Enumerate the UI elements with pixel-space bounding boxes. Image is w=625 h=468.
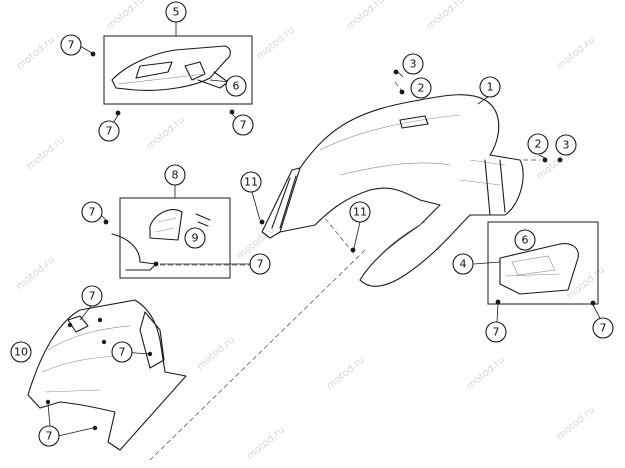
main-hardware bbox=[160, 69, 563, 265]
callout-2-right: 2 bbox=[527, 133, 549, 155]
watermark-text: motod.ru bbox=[195, 334, 237, 372]
svg-text:7: 7 bbox=[89, 290, 96, 303]
watermark-text: motod.ru bbox=[245, 424, 287, 462]
callout-4: 4 bbox=[452, 253, 474, 275]
bracket-assembly bbox=[99, 185, 231, 279]
watermark-text: motod.ru bbox=[255, 24, 297, 62]
callout-5: 5 bbox=[165, 1, 187, 23]
svg-text:2: 2 bbox=[535, 138, 542, 151]
svg-text:2: 2 bbox=[418, 82, 425, 95]
upper-cover-part bbox=[111, 45, 231, 91]
callout-6-side: 6 bbox=[514, 229, 536, 251]
washer-2-right bbox=[542, 157, 548, 163]
watermark-text: motod.ru bbox=[345, 0, 387, 32]
svg-text:10: 10 bbox=[14, 346, 28, 359]
svg-text:3: 3 bbox=[410, 58, 417, 71]
callout-11-center: 11 bbox=[349, 201, 371, 223]
bracket-part bbox=[149, 209, 183, 241]
watermark-text: motod.ru bbox=[425, 0, 467, 32]
callout-3-right: 3 bbox=[555, 134, 577, 156]
svg-text:7: 7 bbox=[240, 119, 247, 132]
callout-8: 8 bbox=[164, 164, 186, 186]
tail-section-part bbox=[261, 94, 524, 287]
screw-11-center bbox=[350, 247, 356, 253]
svg-text:8: 8 bbox=[172, 169, 179, 182]
assembly-frame-5 bbox=[103, 35, 253, 105]
svg-text:7: 7 bbox=[68, 39, 75, 52]
callout-7-cowl-top: 7 bbox=[81, 285, 103, 307]
front-cowl-part bbox=[27, 299, 187, 451]
svg-text:7: 7 bbox=[46, 430, 53, 443]
svg-text:6: 6 bbox=[233, 80, 240, 93]
callout-3-top: 3 bbox=[402, 53, 424, 75]
watermark-text: motod.ru bbox=[325, 354, 367, 392]
screw-3-right bbox=[557, 157, 563, 163]
svg-text:7: 7 bbox=[493, 326, 500, 339]
callout-6-upper: 6 bbox=[225, 75, 247, 97]
svg-text:5: 5 bbox=[173, 6, 180, 19]
callout-1: 1 bbox=[479, 76, 501, 98]
watermark-text: motod.ru bbox=[145, 114, 187, 152]
svg-text:7: 7 bbox=[89, 206, 96, 219]
washer-2-top bbox=[399, 89, 405, 95]
svg-text:3: 3 bbox=[563, 139, 570, 152]
callout-11-left: 11 bbox=[240, 171, 262, 193]
svg-text:4: 4 bbox=[460, 258, 467, 271]
screw-11-left bbox=[259, 219, 265, 225]
callout-2-top: 2 bbox=[410, 77, 432, 99]
svg-text:1: 1 bbox=[487, 81, 494, 94]
svg-text:7: 7 bbox=[119, 346, 126, 359]
callout-7-cowl-mid: 7 bbox=[111, 341, 133, 363]
svg-text:6: 6 bbox=[522, 234, 529, 247]
watermark-text: motod.ru bbox=[105, 0, 147, 32]
watermark-text: motod.ru bbox=[555, 34, 597, 72]
side-panel-part bbox=[499, 243, 579, 295]
side-panel-assembly bbox=[473, 221, 602, 323]
svg-text:7: 7 bbox=[600, 322, 607, 335]
upper-cover-assembly bbox=[79, 22, 253, 126]
svg-text:7: 7 bbox=[106, 125, 113, 138]
callout-10: 10 bbox=[10, 341, 32, 363]
callout-7-cowl-bottom: 7 bbox=[38, 425, 60, 447]
svg-text:9: 9 bbox=[192, 232, 199, 245]
callout-7-bracket-left: 7 bbox=[81, 201, 103, 223]
watermark-text: motod.ru bbox=[15, 254, 57, 292]
assembly-lines bbox=[149, 81, 540, 461]
screw-3-top bbox=[393, 69, 399, 75]
callout-7-bracket-right: 7 bbox=[249, 253, 271, 275]
callout-7-side-left: 7 bbox=[485, 321, 507, 343]
watermark-text: motod.ru bbox=[15, 34, 57, 72]
svg-text:7: 7 bbox=[257, 258, 264, 271]
svg-text:11: 11 bbox=[244, 176, 258, 189]
callout-7-upper-left: 7 bbox=[60, 34, 82, 56]
callout-9: 9 bbox=[184, 227, 206, 249]
callout-7-upper-bottom: 7 bbox=[98, 120, 120, 142]
watermark-text: motod.ru bbox=[555, 404, 597, 442]
svg-text:11: 11 bbox=[353, 206, 367, 219]
callout-7-upper-right: 7 bbox=[232, 114, 254, 136]
watermark-text: motod.ru bbox=[465, 354, 507, 392]
callout-7-side-right: 7 bbox=[592, 317, 614, 339]
watermark-text: motod.ru bbox=[25, 134, 67, 172]
